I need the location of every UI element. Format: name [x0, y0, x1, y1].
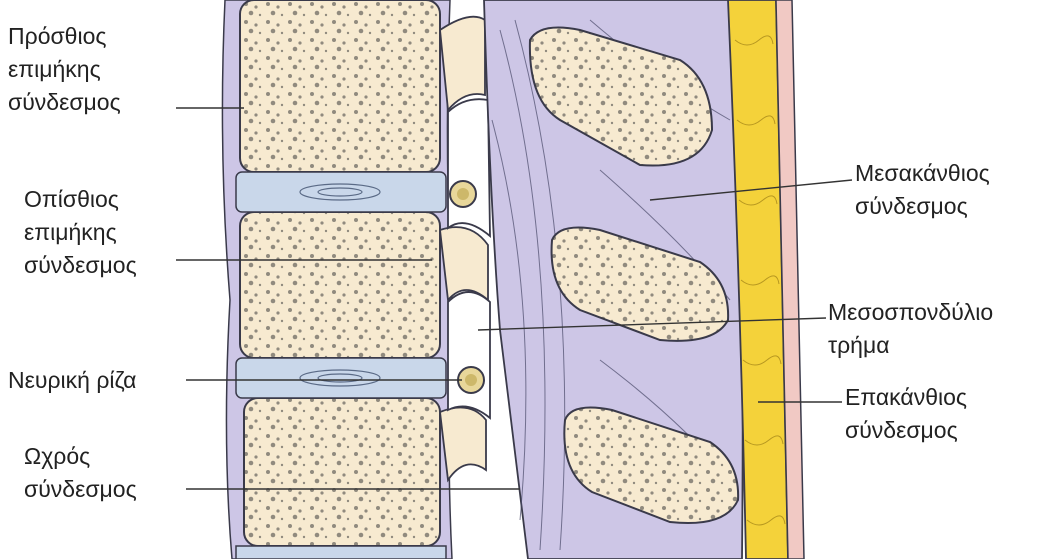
label-line: σύνδεσμος — [24, 473, 137, 506]
label-anterior-longitudinal-ligament: Πρόσθιος επιμήκης σύνδεσμος — [8, 20, 121, 119]
label-line: σύνδεσμος — [8, 86, 121, 119]
vertebral-bodies — [240, 0, 440, 546]
label-line: σύνδεσμος — [855, 190, 990, 223]
label-line: επιμήκης — [24, 216, 137, 249]
label-line: Επακάνθιος — [845, 381, 967, 414]
label-line: Οπίσθιος — [24, 183, 137, 216]
label-line: τρήμα — [828, 329, 993, 362]
label-interspinous-ligament: Μεσακάνθιος σύνδεσμος — [855, 157, 990, 223]
label-line: Μεσακάνθιος — [855, 157, 990, 190]
label-nerve-root: Νευρική ρίζα — [8, 364, 136, 397]
label-posterior-longitudinal-ligament: Οπίσθιος επιμήκης σύνδεσμος — [24, 183, 137, 282]
label-line: σύνδεσμος — [845, 414, 967, 447]
label-line: Πρόσθιος — [8, 20, 121, 53]
label-intervertebral-foramen: Μεσοσπονδύλιο τρήμα — [828, 296, 993, 362]
label-supraspinous-ligament: Επακάνθιος σύνδεσμος — [845, 381, 967, 447]
label-line: επιμήκης — [8, 53, 121, 86]
label-line: Νευρική ρίζα — [8, 364, 136, 397]
label-line: Μεσοσπονδύλιο — [828, 296, 993, 329]
label-line: Ωχρός — [24, 440, 137, 473]
label-ligamentum-flavum: Ωχρός σύνδεσμος — [24, 440, 137, 506]
label-line: σύνδεσμος — [24, 249, 137, 282]
